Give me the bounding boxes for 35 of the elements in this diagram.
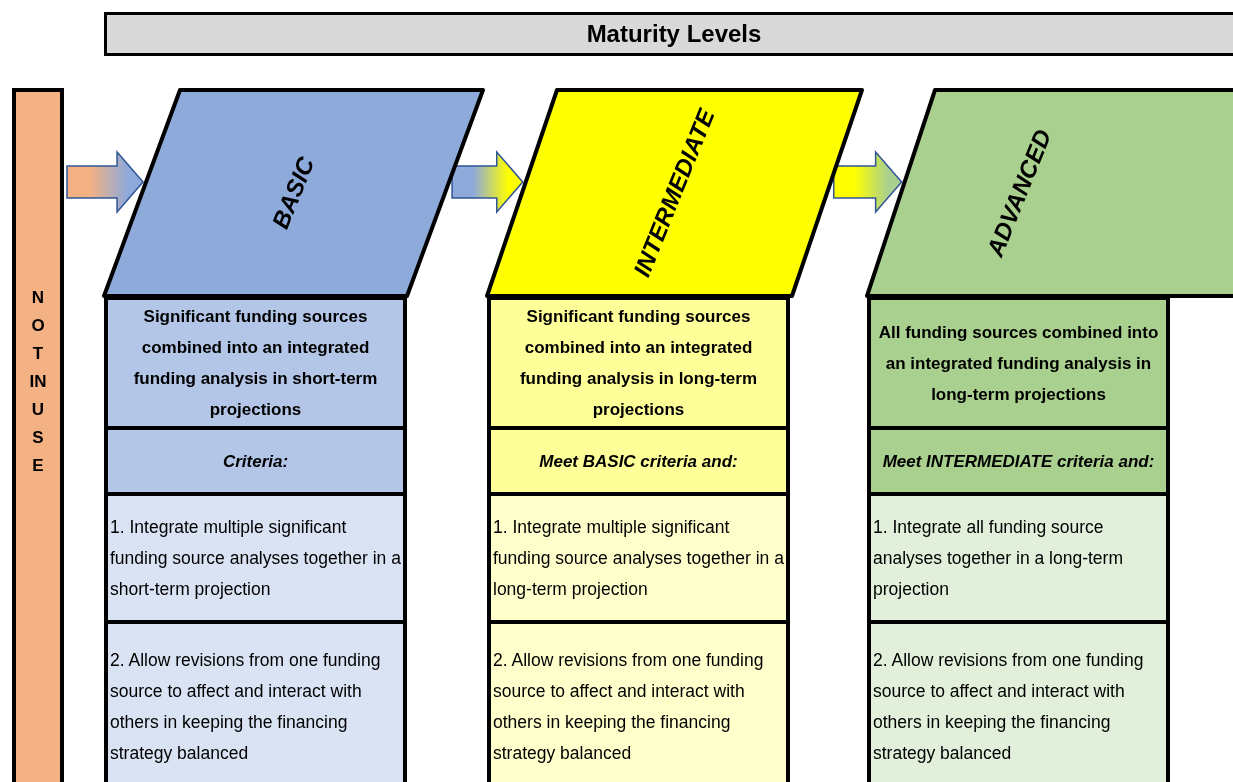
cell-text: 1. Integrate multiple significant funding source analyses together in a short-term projection: [110, 515, 401, 601]
description-cell: [104, 296, 407, 426]
criteria-heading-cell: [487, 426, 790, 492]
cell-text: Meet BASIC criteria and:: [539, 450, 738, 473]
criteria-heading-cell: [867, 426, 1170, 492]
level-parallelogram: [867, 90, 1233, 296]
cell-text: Maturity Levels: [586, 19, 762, 49]
cell-text: Significant funding sources combined into an integrated funding analysis in long-term projections: [518, 306, 759, 421]
title-bar: [104, 12, 1233, 56]
cell-text: 1. Integrate all funding source analyses together in a long-term projection: [873, 515, 1124, 601]
cell-text: All funding sources combined into an integrated funding analysis in long-term projections: [877, 321, 1160, 406]
cell-text: Significant funding sources combined into an integrated funding analysis in short-term projections: [132, 306, 379, 421]
block-arrow: [451, 150, 524, 214]
criteria-cell: [104, 492, 407, 620]
level-title: BASIC: [265, 152, 321, 235]
criteria-heading-cell: [104, 426, 407, 492]
criteria-cell: [487, 492, 790, 620]
block-arrow: [833, 150, 903, 214]
criteria-cell: [867, 492, 1170, 620]
level-parallelogram: [487, 90, 862, 296]
block-arrow: [66, 150, 145, 214]
level-parallelogram: [104, 90, 483, 296]
criteria-cell: [487, 620, 790, 782]
description-cell: [487, 296, 790, 426]
criteria-cell: [867, 620, 1170, 782]
cell-text: 2. Allow revisions from one funding source to affect and interact with others in keeping the financing strategy balanced: [110, 649, 382, 765]
status-bar: [12, 88, 64, 782]
description-cell: [867, 296, 1170, 426]
cell-text: Meet INTERMEDIATE criteria and:: [882, 450, 1155, 473]
cell-text: 2. Allow revisions from one funding source to affect and interact with others in keeping the financing strategy balanced: [493, 649, 765, 765]
cell-text: Criteria:: [222, 450, 289, 473]
cell-text: 1. Integrate multiple significant funding source analyses together in a long-term projection: [493, 515, 784, 601]
cell-text: 2. Allow revisions from one funding source to affect and interact with others in keeping the financing strategy balanced: [873, 649, 1145, 765]
vertical-label: NOT IN USE: [29, 287, 47, 477]
criteria-cell: [104, 620, 407, 782]
